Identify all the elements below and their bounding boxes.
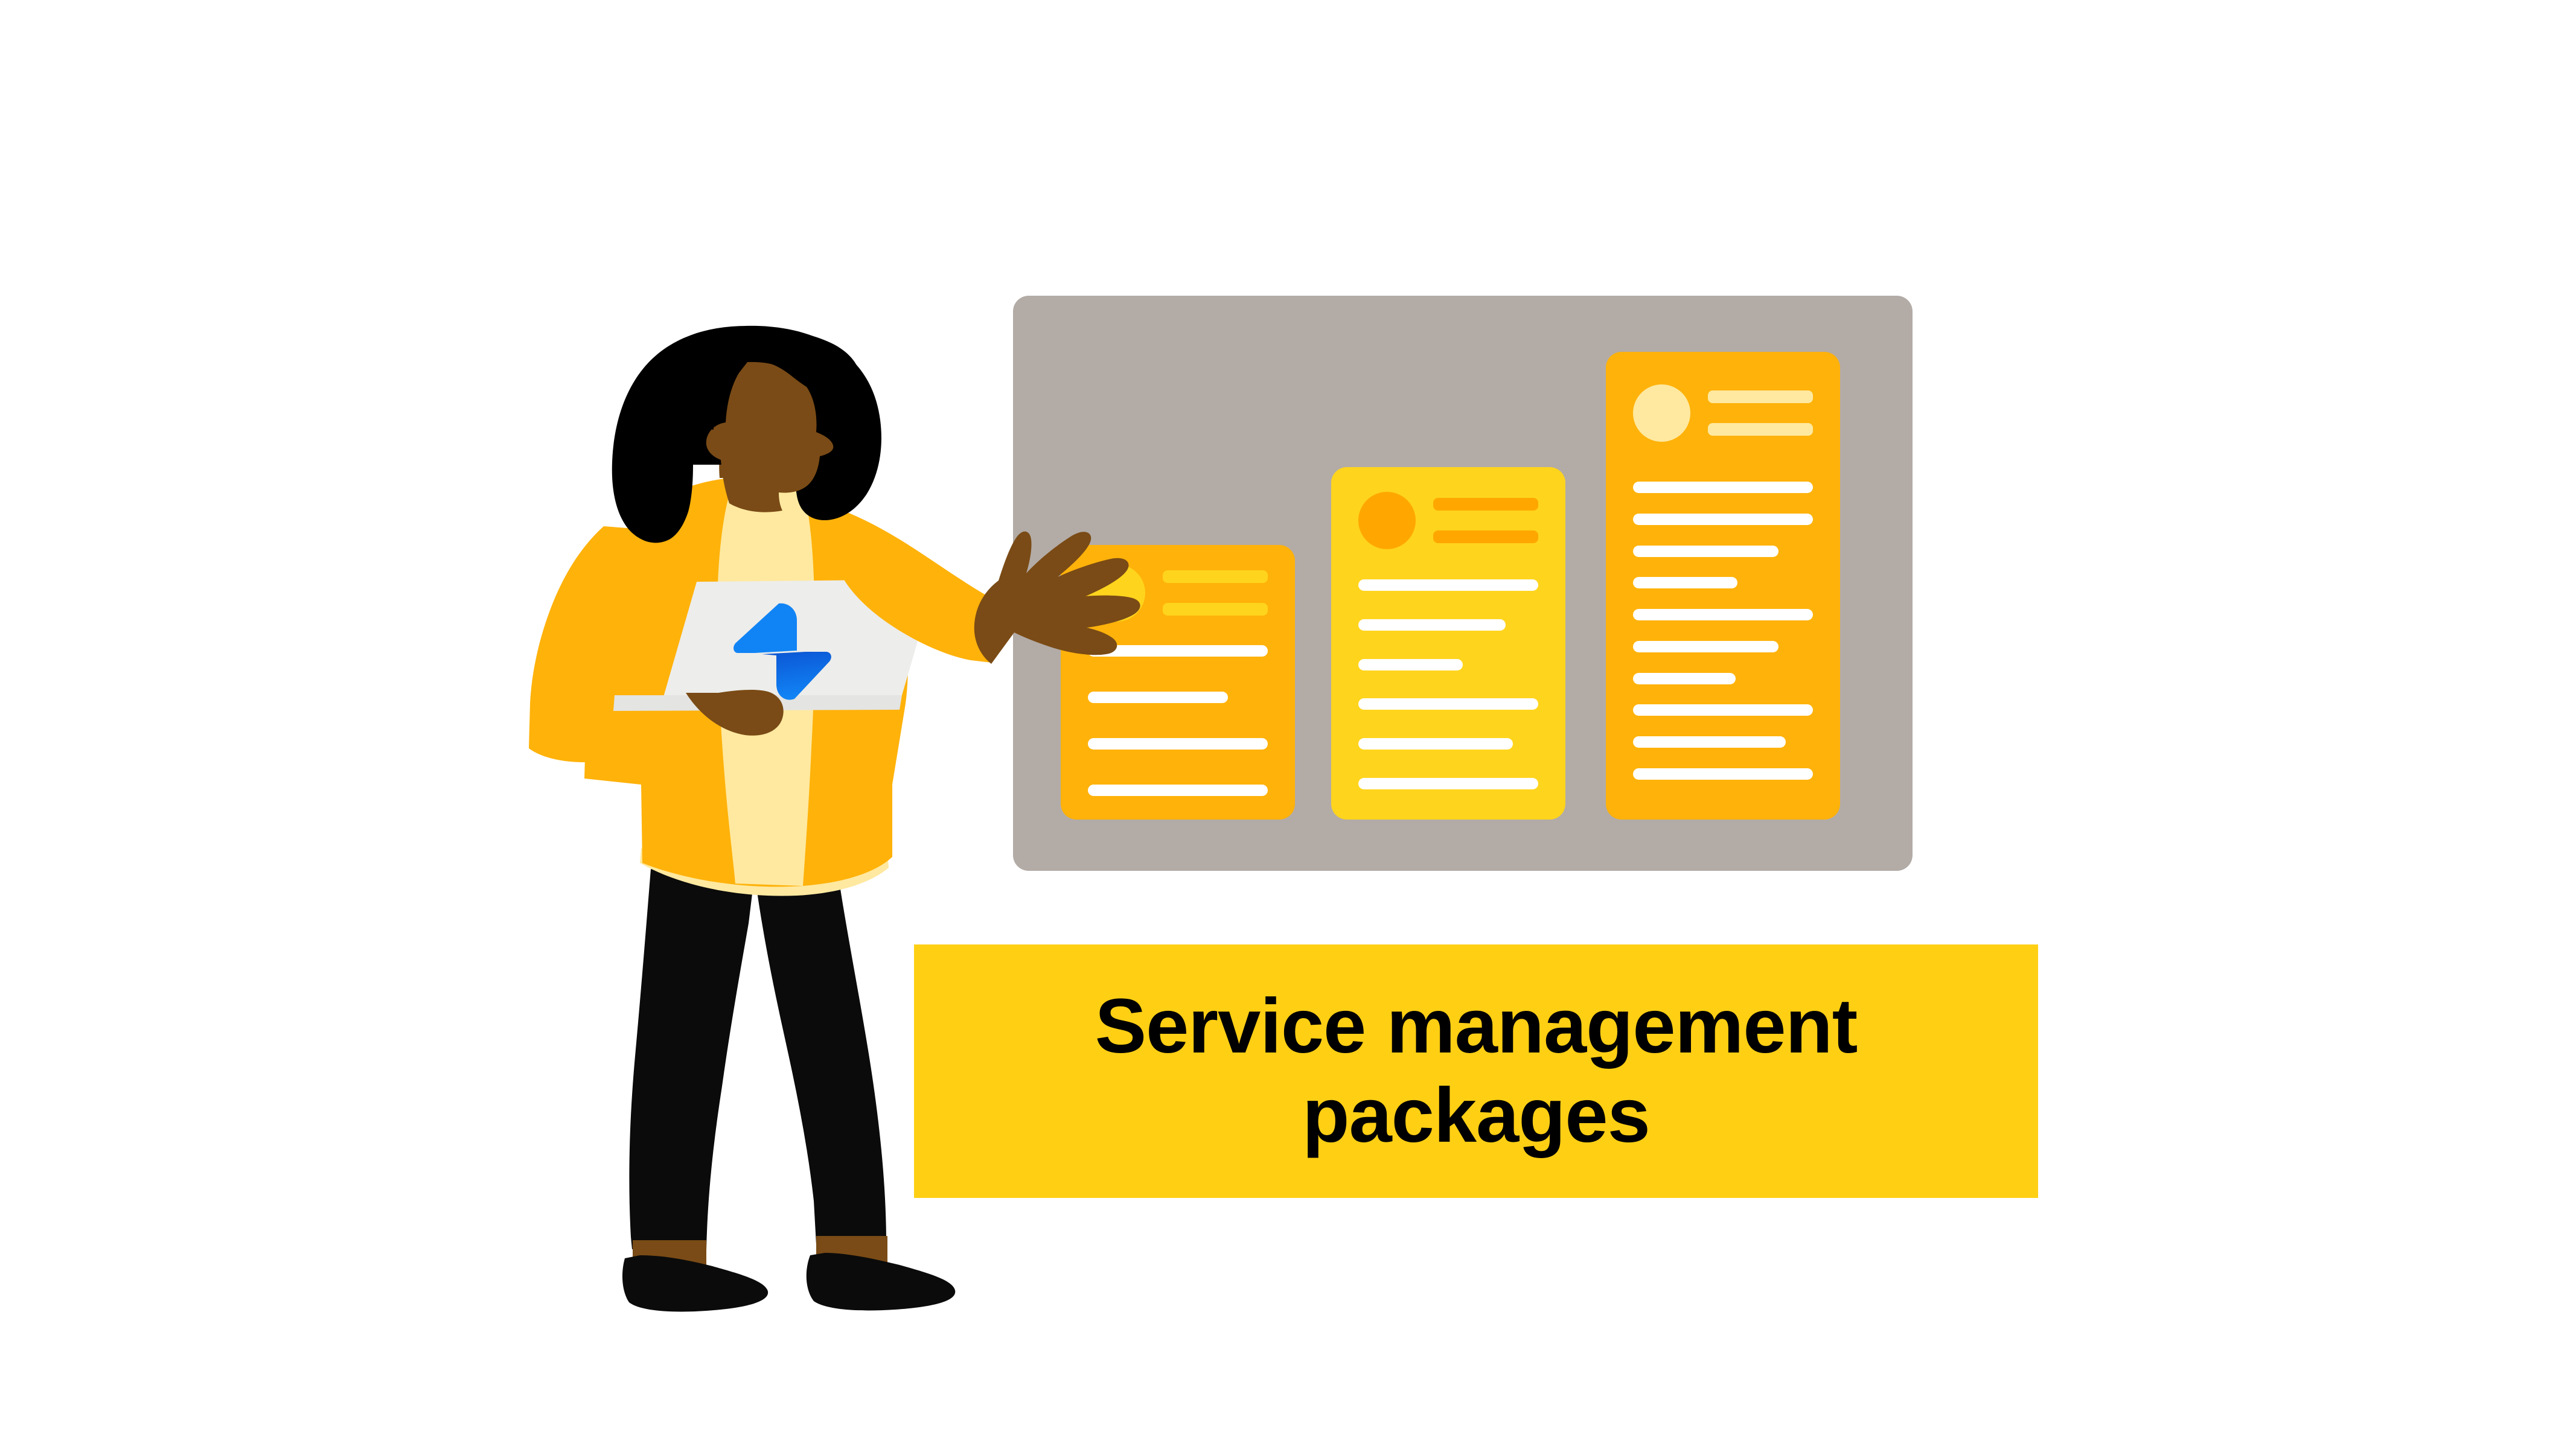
package-card-3[interactable] [1606, 352, 1840, 820]
page-title: Service management packages [1095, 982, 1858, 1159]
card-body-lines [1358, 579, 1538, 789]
card-body-line [1633, 704, 1813, 716]
package-card-1[interactable] [1061, 545, 1295, 820]
card-body-line [1633, 513, 1813, 525]
card-body-line [1633, 577, 1737, 589]
card-body-line [1358, 777, 1538, 789]
card-header-bars [1708, 384, 1813, 442]
package-card-2[interactable] [1331, 467, 1565, 820]
card-header [1633, 384, 1813, 442]
card-avatar [1633, 384, 1690, 442]
card-header [1358, 492, 1538, 549]
card-header-bar [1433, 530, 1538, 543]
card-body-line [1633, 609, 1813, 621]
card-body-line [1633, 545, 1779, 557]
card-body-lines [1088, 645, 1268, 796]
card-header-bar [1163, 603, 1268, 616]
card-body-line [1088, 738, 1268, 750]
title-banner: Service management packages [914, 944, 2038, 1198]
card-header-bar [1433, 498, 1538, 511]
trousers [629, 849, 889, 1250]
card-body-line [1088, 645, 1268, 657]
card-body-line [1088, 785, 1268, 796]
card-body-line [1088, 692, 1229, 703]
right-arm [839, 511, 1006, 663]
card-body-line [1633, 672, 1736, 684]
pointing-hand [974, 531, 1140, 664]
left-hand [686, 689, 784, 736]
card-header-bars [1433, 492, 1538, 549]
card-body-line [1633, 482, 1813, 493]
card-body-line [1358, 579, 1538, 591]
card-body-line [1358, 698, 1538, 710]
card-body-line [1358, 738, 1513, 750]
face [706, 361, 834, 512]
card-body-line [1633, 768, 1813, 780]
card-body-line [1633, 640, 1779, 652]
card-body-line [1358, 619, 1506, 631]
card-body-line [1358, 658, 1463, 670]
card-body-lines [1633, 482, 1813, 780]
hair-fringe [694, 330, 860, 430]
shoes [622, 1253, 956, 1312]
card-body-line [1633, 736, 1786, 748]
jira-service-management-logo [733, 603, 831, 700]
card-avatar [1358, 492, 1416, 549]
card-header-bars [1163, 564, 1268, 622]
card-header-bar [1163, 570, 1268, 583]
card-header-bar [1708, 423, 1813, 436]
card-header-bar [1708, 390, 1813, 403]
